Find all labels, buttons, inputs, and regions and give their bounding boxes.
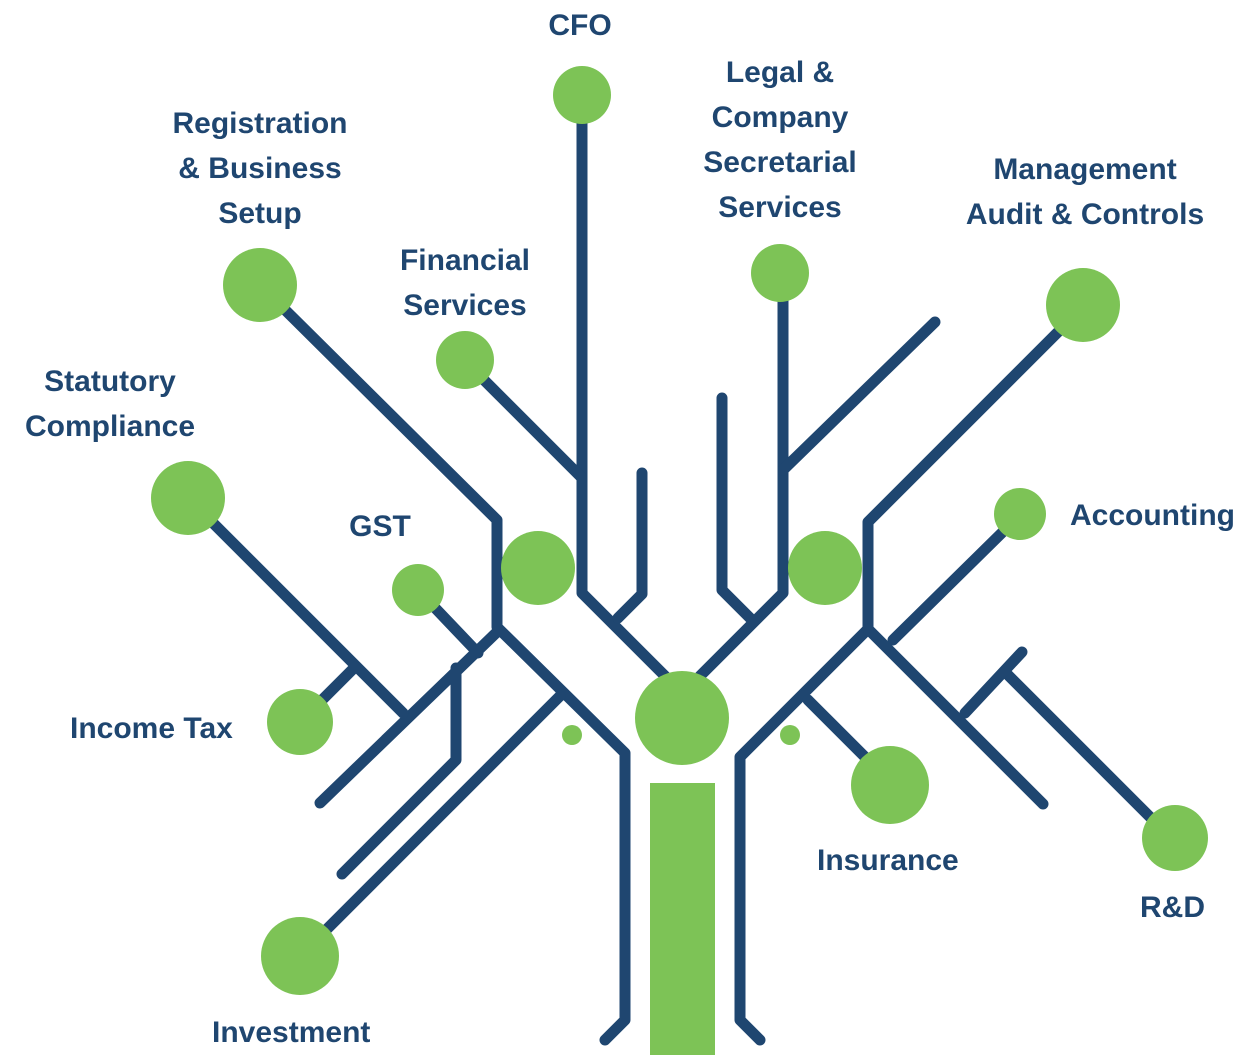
branch-legal — [694, 269, 789, 682]
nodes — [151, 66, 1208, 995]
branch-right-fan — [862, 623, 1049, 810]
branch-accounting — [887, 509, 1026, 646]
node-statutory — [151, 461, 225, 535]
label-management: Management Audit & Controls — [965, 153, 1205, 231]
node-small-left — [562, 725, 582, 745]
label-registration: Registration & Business Setup — [172, 107, 348, 230]
branch-center-stub-left — [612, 467, 648, 624]
node-insurance — [851, 746, 929, 824]
branch-cfo — [576, 89, 671, 682]
label-financial: Financial Services — [399, 244, 531, 322]
label-legal: Legal & Company Secretarial Services — [703, 56, 857, 224]
branch-rnd — [1002, 669, 1181, 848]
node-trunk-top — [635, 671, 729, 765]
node-right-center — [788, 531, 862, 605]
node-legal — [751, 244, 809, 302]
label-investment: Investment — [212, 1016, 371, 1049]
branch-inner-left — [336, 662, 462, 880]
node-left-center — [501, 531, 575, 605]
label-cfo: CFO — [548, 9, 612, 42]
node-registration — [223, 248, 297, 322]
branch-rnd-stub — [959, 646, 1028, 719]
node-small-right — [780, 725, 800, 745]
label-accounting: Accounting — [1070, 499, 1235, 532]
left-branches — [182, 89, 671, 1046]
branch-upper-right — [777, 316, 941, 476]
branch-trunk-left — [256, 281, 631, 1046]
node-income-tax — [267, 689, 333, 755]
label-gst: GST — [349, 510, 411, 543]
branch-financial — [460, 356, 588, 484]
node-investment — [261, 917, 339, 995]
label-income-tax: Income Tax — [70, 712, 233, 745]
branch-gst — [314, 626, 503, 809]
node-management — [1046, 268, 1120, 342]
label-statutory: Statutory Compliance — [24, 365, 196, 443]
right-branches — [694, 269, 1181, 1046]
node-financial — [436, 331, 494, 389]
node-accounting — [994, 488, 1046, 540]
label-rnd: R&D — [1140, 891, 1205, 924]
branch-investment — [294, 690, 566, 962]
node-cfo — [553, 66, 611, 124]
branch-statutory — [182, 492, 409, 719]
node-gst — [392, 564, 444, 616]
node-rnd — [1142, 805, 1208, 871]
branch-trunk-right — [734, 301, 1089, 1046]
tree-trunk — [650, 783, 715, 1055]
label-insurance: Insurance — [817, 844, 959, 877]
branch-center-stub-right — [716, 392, 756, 624]
